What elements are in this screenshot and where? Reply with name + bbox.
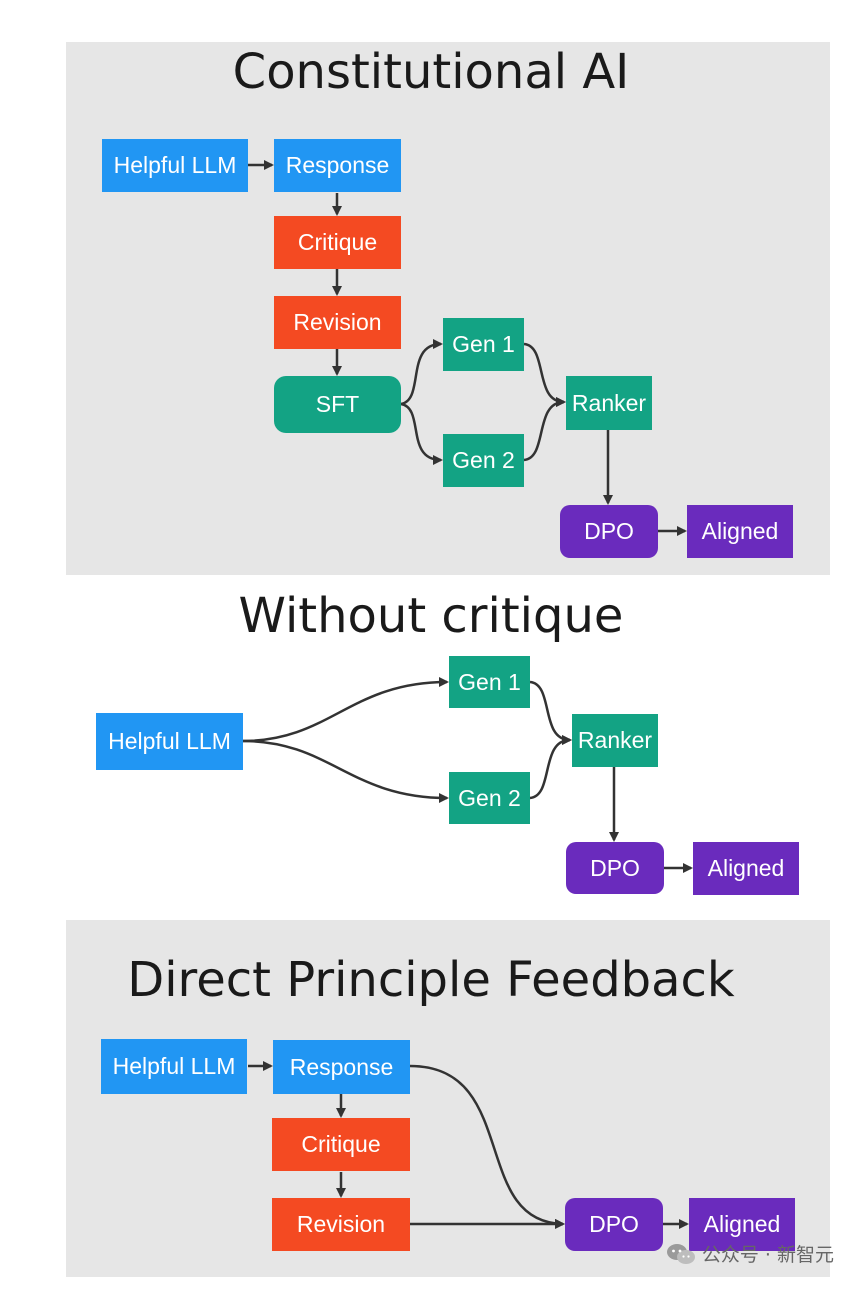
wechat-icon [666,1243,695,1264]
watermark: 公众号 · 新智元 [666,1240,834,1267]
node-revision: Revision [272,1198,410,1251]
node-aligned: Aligned [689,1198,795,1251]
without-critique-title: Without critique [238,588,624,644]
watermark-text: 公众号 · 新智元 [701,1244,834,1266]
node-gen1: Gen 1 [449,656,530,708]
direct-principle-feedback-title: Direct Principle Feedback [127,952,735,1008]
constitutional-ai-title: Constitutional AI [232,44,630,100]
node-helpful-llm: Helpful LLM [96,713,243,770]
edge-gen1-to-ranker-2 [529,680,572,745]
node-sft: SFT [274,376,401,433]
node-critique: Critique [274,216,401,269]
node-gen1: Gen 1 [443,318,524,371]
node-gen2: Gen 2 [449,772,530,824]
node-response: Response [274,139,401,192]
edge-helpful-to-gen1 [242,677,449,743]
constitutional-ai-panel [66,42,830,575]
edge-helpful-to-gen2 [242,739,449,803]
node-response: Response [273,1040,410,1094]
node-helpful-llm: Helpful LLM [102,139,248,192]
node-helpful-llm: Helpful LLM [101,1039,247,1094]
node-dpo: DPO [566,842,664,894]
edge-gen2-to-ranker-2 [529,735,572,800]
node-ranker: Ranker [566,376,652,430]
node-ranker: Ranker [572,714,658,767]
node-dpo: DPO [565,1198,663,1251]
node-dpo: DPO [560,505,658,558]
node-aligned: Aligned [687,505,793,558]
node-revision: Revision [274,296,401,349]
node-gen2: Gen 2 [443,434,524,487]
node-aligned: Aligned [693,842,799,895]
node-critique: Critique [272,1118,410,1171]
